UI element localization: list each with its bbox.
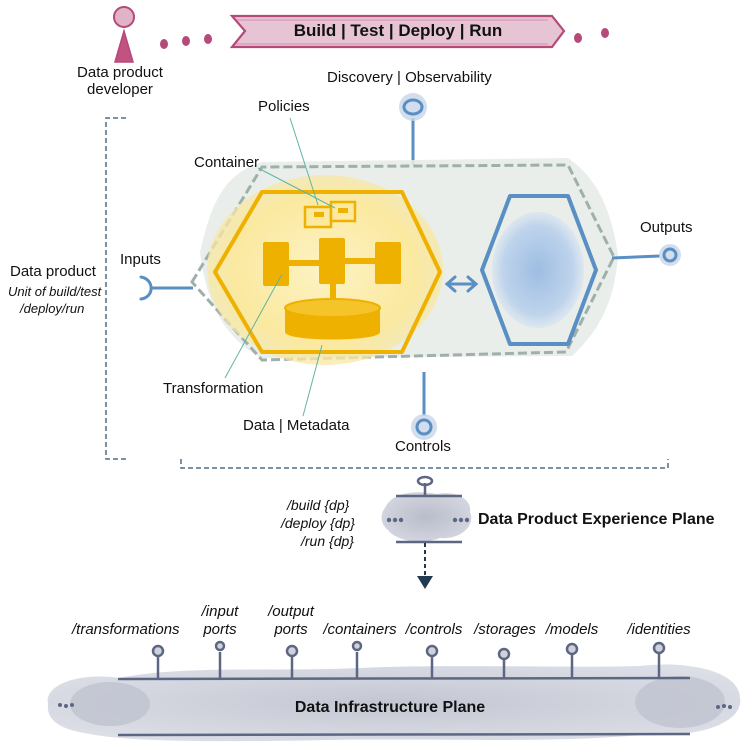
output-hexagon	[480, 194, 598, 346]
experience-plane-title: Data Product Experience Plane	[478, 511, 715, 528]
discovery-port	[399, 93, 427, 165]
port-label-output-ports: /output ports	[258, 603, 324, 639]
data-product-bracket	[105, 117, 126, 460]
port-label-line1: /transformations	[72, 621, 180, 638]
infrastructure-plane-title: Data Infrastructure Plane	[294, 699, 486, 716]
infrastructure-plane-shape	[47, 664, 741, 742]
port-label-models: /models	[542, 621, 602, 639]
data-product-bottom-bracket	[180, 459, 669, 469]
developer-label-line2: developer	[87, 81, 153, 98]
data-product-title: Data product	[10, 263, 96, 280]
controls-label: Controls	[395, 438, 451, 455]
port-label-input-ports: /input ports	[190, 603, 250, 639]
discovery-label: Discovery | Observability	[327, 69, 492, 86]
connector-dots-left	[160, 34, 212, 49]
controls-port	[411, 372, 437, 440]
port-label-line1: /storages	[474, 621, 536, 638]
policies-label: Policies	[258, 98, 310, 115]
output-blob	[492, 212, 584, 328]
port-label-line2: ports	[203, 621, 237, 638]
port-label-line1: /models	[545, 621, 599, 638]
port-label-identities: /identities	[622, 621, 696, 639]
port-label-line2: ports	[274, 621, 308, 638]
api-deploy: /deploy {dp}	[281, 515, 355, 531]
port-label-controls: /controls	[401, 621, 467, 639]
data-product-subtitle-line1: Unit of build/test	[8, 284, 102, 299]
port-label-line1: /containers	[323, 621, 397, 638]
port-label-storages: /storages	[470, 621, 540, 639]
policies-icon	[303, 200, 357, 229]
port-label-line1: /output	[268, 603, 314, 620]
lifecycle-banner-label: Build | Test | Deploy | Run	[293, 21, 503, 40]
transformation-label: Transformation	[163, 380, 264, 397]
port-label-line1: /input	[201, 603, 239, 620]
person-icon	[113, 6, 135, 63]
infrastructure-ports	[151, 640, 666, 679]
database-icon	[284, 298, 381, 340]
leader-lines	[224, 117, 336, 417]
api-run: /run {dp}	[301, 533, 354, 549]
outputs-label: Outputs	[640, 219, 693, 236]
port-label-line1: /identities	[627, 621, 691, 638]
double-arrow-icon	[444, 275, 479, 293]
port-label-transformations: /transformations	[72, 621, 192, 639]
inputs-label: Inputs	[120, 251, 161, 268]
connector-dots-right	[574, 28, 609, 43]
experience-plane-shape	[381, 475, 472, 589]
data-product-subtitle-line2: /deploy/run	[20, 301, 85, 316]
port-label-containers: /containers	[320, 621, 400, 639]
data-metadata-label: Data | Metadata	[243, 417, 350, 434]
lifecycle-banner-shape	[229, 14, 566, 49]
port-label-line1: /controls	[405, 621, 463, 638]
developer-label-line1: Data product	[77, 64, 163, 81]
inputs-port	[139, 275, 193, 301]
api-build: /build {dp}	[287, 497, 350, 513]
transformation-hexagon	[213, 190, 442, 354]
outputs-port	[611, 244, 681, 266]
transformation-blocks	[263, 238, 401, 300]
container-label: Container	[194, 154, 260, 171]
